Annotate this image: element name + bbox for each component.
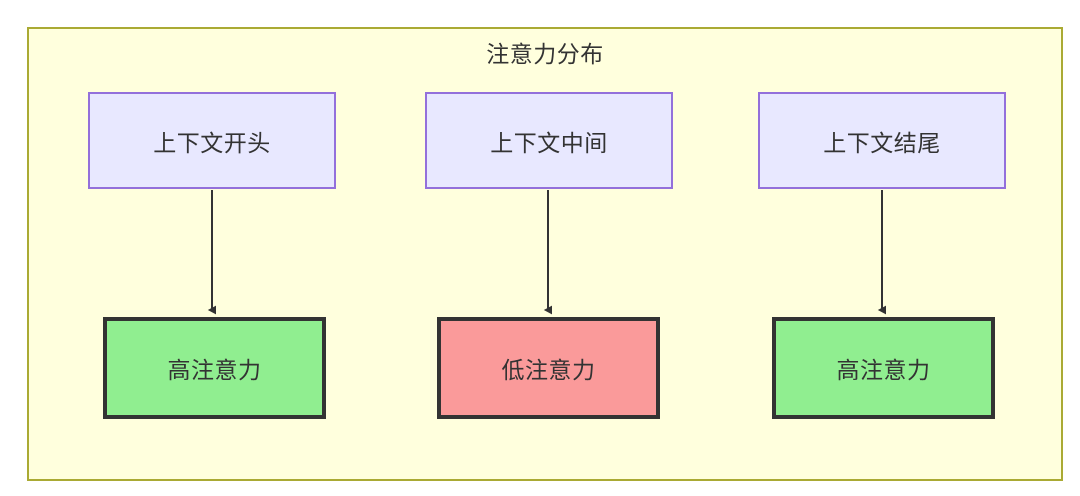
node-label: 低注意力 xyxy=(501,357,596,383)
node-label: 上下文结尾 xyxy=(823,129,941,156)
node-label: 上下文中间 xyxy=(490,129,608,156)
node-context-end[interactable]: 上下文结尾 xyxy=(758,92,1006,189)
node-label: 上下文开头 xyxy=(153,129,271,156)
node-high-attention-end[interactable]: 高注意力 xyxy=(772,317,995,419)
node-context-middle[interactable]: 上下文中间 xyxy=(425,92,673,189)
node-label: 高注意力 xyxy=(836,357,931,383)
node-label: 高注意力 xyxy=(167,357,262,383)
node-context-start[interactable]: 上下文开头 xyxy=(88,92,336,189)
node-high-attention-start[interactable]: 高注意力 xyxy=(103,317,326,419)
node-low-attention-middle[interactable]: 低注意力 xyxy=(437,317,660,419)
subgraph-title: 注意力分布 xyxy=(486,41,604,67)
